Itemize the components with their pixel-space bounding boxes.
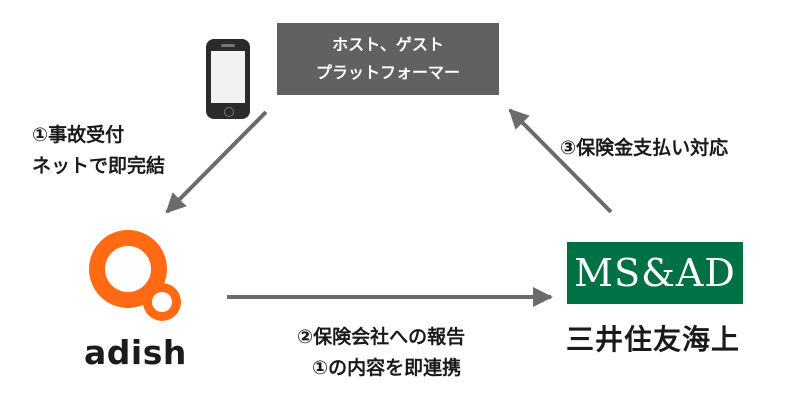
platform-line2: プラットフォーマー — [315, 63, 460, 82]
adish-logo-icon — [89, 230, 181, 321]
step3-line1: ③保険金支払い対応 — [560, 137, 729, 159]
arrow-msad-to-platform — [508, 108, 613, 214]
step2-line2: ①の内容を即連携 — [312, 357, 462, 379]
msad-logo: MS&AD — [567, 242, 743, 304]
arrow-platform-to-adish — [165, 110, 268, 214]
step2-label: ②保険会社への報告 ①の内容を即連携 — [297, 322, 465, 384]
phone-home-button — [224, 107, 234, 117]
platform-line1: ホスト、ゲスト — [332, 35, 444, 54]
platform-box: ホスト、ゲスト プラットフォーマー — [277, 23, 499, 95]
step3-label: ③保険金支払い対応 — [560, 133, 728, 160]
step1-label: ①事故受付 ネットで即完結 — [32, 120, 165, 182]
adish-wordmark: adish — [84, 333, 187, 372]
phone-screen — [211, 51, 245, 103]
step1-line1: ①事故受付 — [32, 124, 125, 146]
msad-logo-text: MS&AD — [574, 251, 736, 295]
step2-line1: ②保険会社への報告 — [297, 326, 466, 348]
phone-speaker — [221, 44, 235, 47]
smartphone-icon — [206, 39, 250, 119]
step1-line2: ネットで即完結 — [32, 155, 166, 177]
msad-company-name: 三井住友海上 — [566, 323, 741, 356]
